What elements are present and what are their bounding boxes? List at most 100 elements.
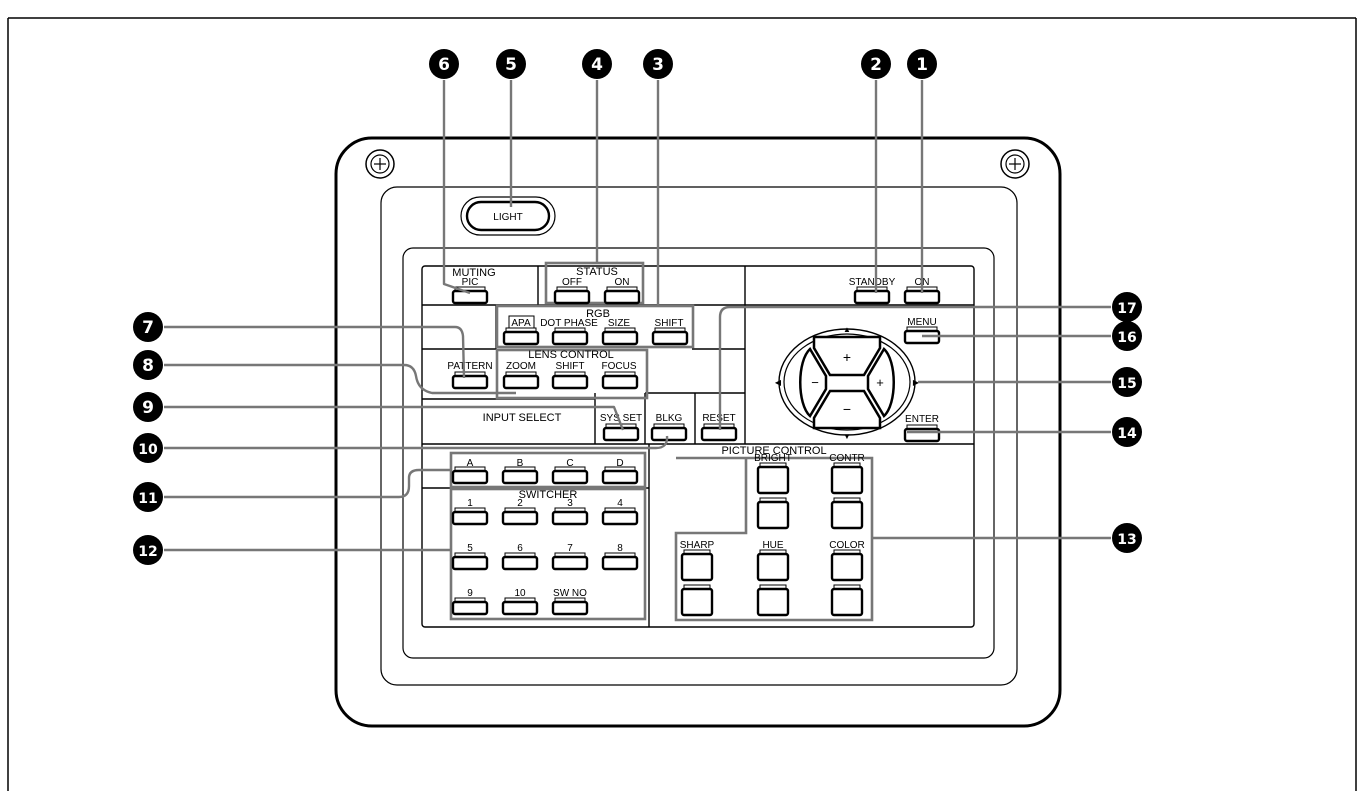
switcher-8-label: 8 [617,543,623,554]
rgb-shift-button-label: SHIFT [655,318,684,329]
input-d-button[interactable] [601,466,639,485]
size-button-label: SIZE [608,318,631,329]
callout-5-number: 5 [505,55,517,75]
pattern-button-label: PATTERN [447,361,492,372]
switcher-2-button[interactable] [501,507,539,526]
input-a-label: A [467,458,474,469]
switcher-2-label: 2 [517,498,523,509]
zoom-button[interactable] [502,371,540,390]
switcher-4-label: 4 [617,498,623,509]
sys-set-button-label: SYS SET [600,413,642,424]
switcher-7-button[interactable] [551,552,589,571]
right-arrow-icon: ▶ [913,378,920,387]
left-minus-button[interactable]: − [799,347,828,418]
callout-7: 7 [133,312,163,342]
dot-phase-button[interactable] [551,327,589,346]
status-on-button[interactable] [603,286,641,305]
callout-11: 11 [133,482,163,512]
switcher-8-button[interactable] [601,552,639,571]
switcher-7-label: 7 [567,543,573,554]
switcher-3-button[interactable] [551,507,589,526]
blkg-button[interactable] [650,423,688,442]
lens-shift-button[interactable] [551,371,589,390]
callout-3-number: 3 [652,55,664,75]
status-section-label: STATUS [576,266,618,278]
input-b-button[interactable] [501,466,539,485]
sharp-down-button[interactable] [680,584,714,617]
switcher-1-button[interactable] [451,507,489,526]
input-select-label: INPUT SELECT [483,412,562,424]
apa-button[interactable] [502,327,540,346]
hue-up-button[interactable] [756,549,790,582]
sharp-label: SHARP [680,540,715,551]
pattern-button[interactable] [451,371,489,390]
menu-button-label: MENU [907,317,936,328]
switcher-9-label: 9 [467,588,473,599]
rgb-shift-button[interactable] [651,327,689,346]
pic-button-label: PIC [462,277,479,288]
status-off-button[interactable] [553,286,591,305]
callout-5: 5 [496,49,526,79]
input-c-button[interactable] [551,466,589,485]
switcher-6-button[interactable] [501,552,539,571]
light-button[interactable]: LIGHT [460,196,556,236]
callout-14: 14 [1112,417,1142,447]
callout-9-number: 9 [142,398,154,418]
switcher-group-outline [449,487,647,621]
focus-button-label: FOCUS [602,361,637,372]
picture-control-section-label: PICTURE CONTROL [721,445,826,457]
rgb-section-label: RGB [586,308,610,320]
callout-17-number: 17 [1117,301,1136,317]
left-minus-sign: − [811,375,819,390]
pic-button[interactable] [451,286,489,305]
up-plus-sign: + [843,349,851,365]
hue-down-button[interactable] [756,584,790,617]
switcher-10-button[interactable] [501,597,539,616]
callout-leader-lines [164,80,1111,552]
callout-16: 16 [1112,321,1142,351]
contr-down-button[interactable] [830,497,864,530]
lens-shift-button-label: SHIFT [556,361,585,372]
light-button-label: LIGHT [493,212,522,223]
sharp-up-button[interactable] [680,549,714,582]
bright-up-button[interactable] [756,462,790,495]
switcher-4-button[interactable] [601,507,639,526]
standby-button-label: STANDBY [849,277,896,288]
screw-left-icon [365,149,395,179]
screw-right-icon [1000,149,1030,179]
size-button[interactable] [601,327,639,346]
standby-button[interactable] [853,286,891,305]
switcher-sw-no-button[interactable] [551,597,589,616]
callout-4: 4 [582,49,612,79]
callout-11-number: 11 [138,491,157,507]
callout-8-number: 8 [142,356,154,376]
picture-control-group-outline [674,456,874,622]
callout-15: 15 [1112,367,1142,397]
input-a-button[interactable] [451,466,489,485]
right-plus-button[interactable]: + [866,347,895,418]
dot-phase-button-label: DOT PHASE [540,318,598,329]
right-plus-sign: + [876,375,884,390]
status-group-outline [544,261,645,305]
callout-12: 12 [133,535,163,565]
up-plus-button[interactable]: + [812,335,882,377]
direction-pad: + − − + ▲ ▼ ◀ ▶ [775,325,920,441]
color-up-button[interactable] [830,549,864,582]
down-minus-button[interactable]: − [812,389,882,430]
callout-16-number: 16 [1117,330,1136,346]
switcher-9-button[interactable] [451,597,489,616]
bright-down-button[interactable] [756,497,790,530]
apa-button-label: APA [511,318,531,329]
leader-6 [442,80,471,295]
switcher-10-label: 10 [514,588,526,599]
callout-1: 1 [907,49,937,79]
callout-2-number: 2 [870,55,882,75]
contr-up-button[interactable] [830,462,864,495]
switcher-5-button[interactable] [451,552,489,571]
focus-button[interactable] [601,371,639,390]
rgb-group-outline [495,304,695,349]
color-down-button[interactable] [830,584,864,617]
